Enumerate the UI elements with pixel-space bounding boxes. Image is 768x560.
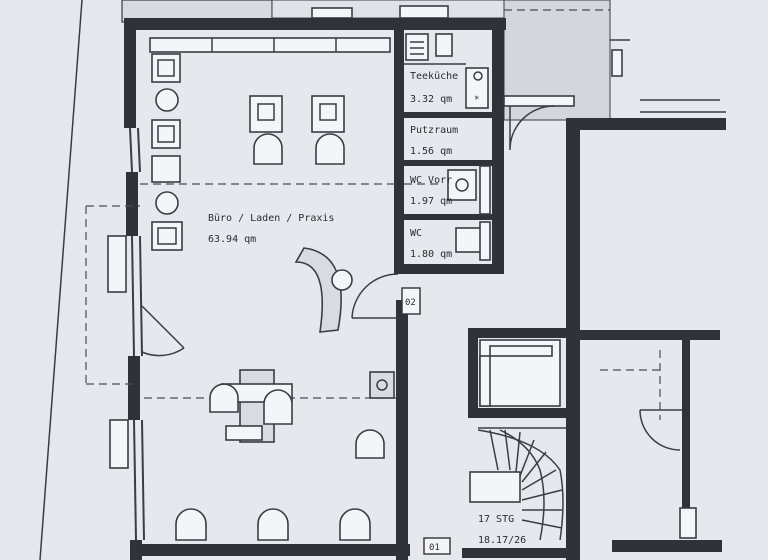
neighbour-unit-walls (566, 118, 726, 560)
wc-area: 1.80 qm (410, 249, 452, 260)
office-furniture (149, 37, 395, 541)
kitchen-area: 3.32 qm (410, 94, 452, 105)
wc-fixtures (447, 165, 491, 261)
cleaning-room-name: Putzraum (410, 125, 458, 136)
stair-ratio-label: 18.17/26 (478, 535, 526, 546)
wc-ante-room-area: 1.97 qm (410, 196, 452, 207)
door-tag-02: 02 (401, 287, 421, 315)
door-tag-02-label: 02 (405, 298, 416, 308)
dashed-lines (85, 183, 440, 399)
kitchen-name: Teeküche (410, 71, 458, 82)
stair-count-label: 17 STG (478, 514, 514, 525)
door-tag-01: 01 (423, 537, 451, 555)
kitchen-fixtures: * (404, 33, 489, 109)
exterior-walls (107, 18, 506, 560)
wc-ante-room-name: WC Vorr (410, 175, 452, 186)
doors (141, 95, 575, 357)
cleaning-room-area: 1.56 qm (410, 146, 452, 157)
wc-name: WC (410, 228, 422, 239)
stair-core: 17 STG 18.17/26 (462, 328, 568, 558)
door-tag-01-label: 01 (429, 543, 440, 553)
svg-text:*: * (474, 95, 479, 105)
office-room-area: 63.94 qm (208, 234, 256, 245)
spiral-stair (469, 429, 564, 541)
site-boundary-line (39, 0, 83, 560)
office-room-name: Büro / Laden / Praxis (208, 213, 334, 224)
